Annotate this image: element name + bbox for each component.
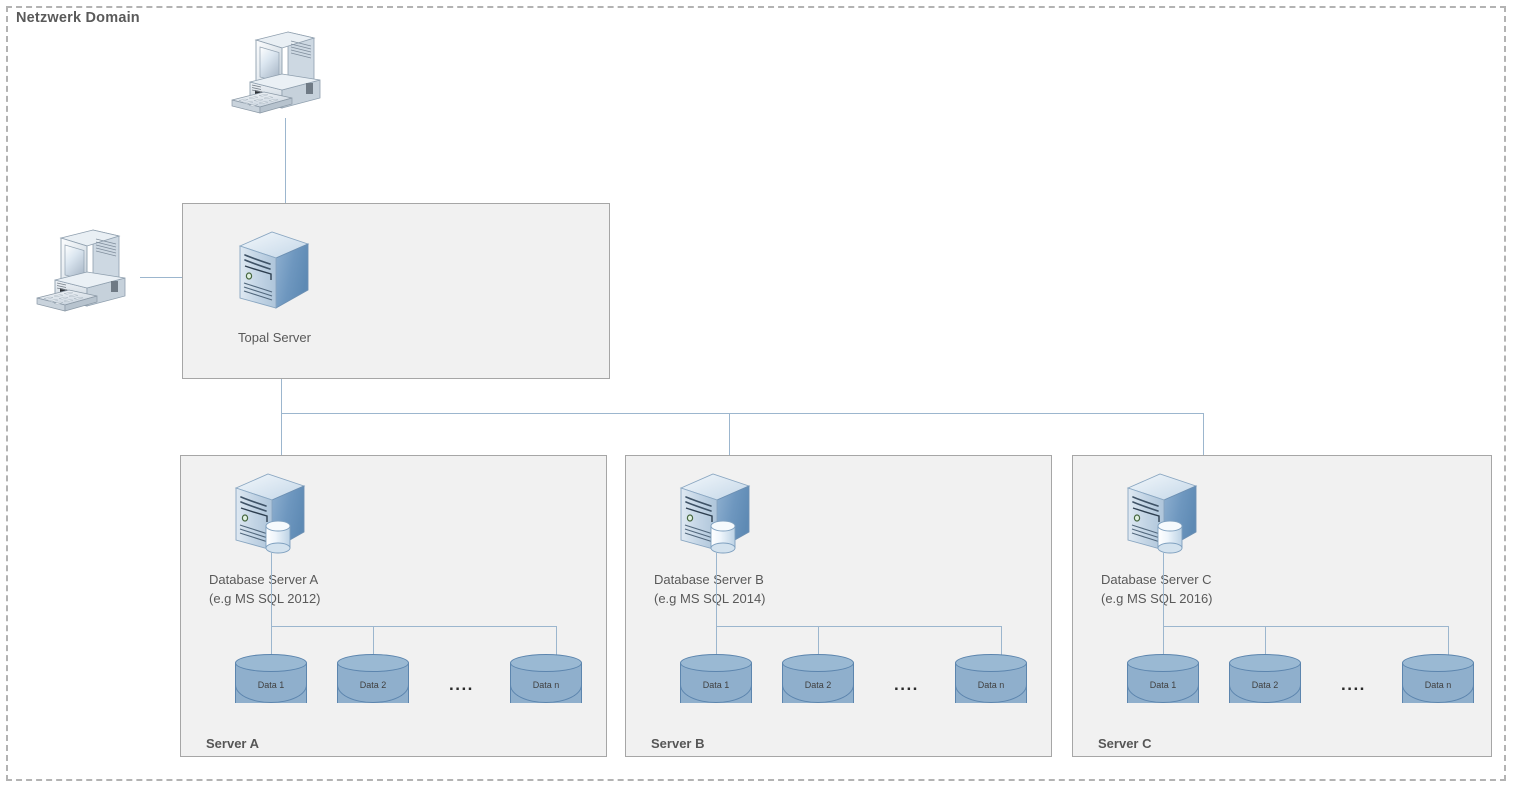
- cylinder-top: [680, 654, 752, 672]
- server-b-db-label-line1: Database Server B: [654, 572, 764, 587]
- datastore-label: Data n: [532, 680, 560, 690]
- topal-server-label: Topal Server: [238, 330, 311, 345]
- cylinder-top: [1229, 654, 1301, 672]
- connector-bus-horizontal: [281, 413, 1204, 414]
- server-a-drop-1: [373, 626, 374, 658]
- datastore-label: Data 2: [359, 680, 387, 690]
- cylinder-top: [782, 654, 854, 672]
- datastore-label: Data n: [977, 680, 1005, 690]
- server-a-db-label-line1: Database Server A: [209, 572, 319, 587]
- server-a-datastore-2: Data 2: [337, 654, 409, 712]
- server-c-group-label: Server C: [1098, 736, 1152, 751]
- datastore-label: Data 2: [1251, 680, 1279, 690]
- server-a-database-server-icon: [234, 473, 306, 554]
- server-c-ellipsis: ....: [1341, 675, 1366, 694]
- server-c-drop-2: [1448, 626, 1449, 658]
- server-b-database-server-icon: [679, 473, 751, 554]
- connector-bus-to-server-b: [729, 413, 730, 456]
- server-c-drop-1: [1265, 626, 1266, 658]
- server-a-db-label-line2: (e.g MS SQL 2012): [209, 591, 321, 606]
- server-a-datastore-1: Data 1: [235, 654, 307, 712]
- cylinder-top: [235, 654, 307, 672]
- server-b-bus: [716, 626, 1001, 627]
- server-a-bus: [271, 626, 556, 627]
- connector-bus-to-server-c: [1203, 413, 1204, 456]
- topal-server-icon: [238, 231, 310, 309]
- server-c-db-label-line2: (e.g MS SQL 2016): [1101, 591, 1213, 606]
- server-a-ellipsis: ....: [449, 675, 474, 694]
- server-b-trunk: [716, 552, 717, 657]
- server-b-db-label-line2: (e.g MS SQL 2014): [654, 591, 766, 606]
- server-c-datastore-1: Data 1: [1127, 654, 1199, 712]
- cylinder-top: [1402, 654, 1474, 672]
- server-a-datastore-n: Data n: [510, 654, 582, 712]
- server-c-trunk: [1163, 552, 1164, 657]
- server-a-drop-2: [556, 626, 557, 658]
- connector-workstation-top-to-topal: [285, 118, 286, 268]
- datastore-label: Data 2: [804, 680, 832, 690]
- server-b-datastore-2: Data 2: [782, 654, 854, 712]
- server-b-ellipsis: ....: [894, 675, 919, 694]
- server-b-datastore-1: Data 1: [680, 654, 752, 712]
- cylinder-top: [337, 654, 409, 672]
- connector-bus-to-server-a: [281, 413, 282, 456]
- server-c-bus: [1163, 626, 1448, 627]
- datastore-label: Data 1: [702, 680, 730, 690]
- server-b-datastore-n: Data n: [955, 654, 1027, 712]
- cylinder-top: [955, 654, 1027, 672]
- datastore-label: Data 1: [257, 680, 285, 690]
- network-domain-title: Netzwerk Domain: [16, 10, 140, 26]
- connector-topal-to-bus: [281, 379, 282, 414]
- server-b-group-label: Server B: [651, 736, 705, 751]
- datastore-label: Data 1: [1149, 680, 1177, 690]
- server-a-group-label: Server A: [206, 736, 259, 751]
- server-c-db-label-line1: Database Server C: [1101, 572, 1212, 587]
- cylinder-top: [1127, 654, 1199, 672]
- server-a-trunk: [271, 552, 272, 657]
- cylinder-top: [510, 654, 582, 672]
- server-b-drop-2: [1001, 626, 1002, 658]
- server-c-datastore-n: Data n: [1402, 654, 1474, 712]
- datastore-label: Data n: [1424, 680, 1452, 690]
- server-c-datastore-2: Data 2: [1229, 654, 1301, 712]
- workstation-left-icon: [36, 229, 126, 312]
- server-c-database-server-icon: [1126, 473, 1198, 554]
- server-b-drop-1: [818, 626, 819, 658]
- network-domain-boundary: [6, 6, 1506, 781]
- workstation-top-icon: [231, 31, 321, 114]
